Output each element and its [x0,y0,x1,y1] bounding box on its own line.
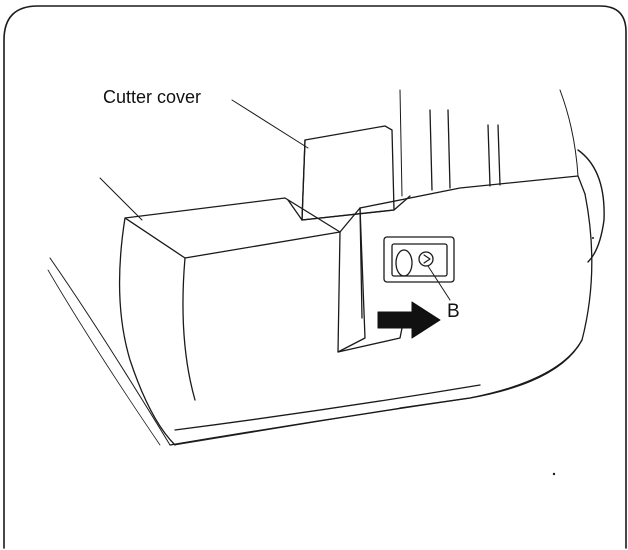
switch-window-inner [391,243,448,277]
rear-edge-line [99,177,143,221]
cutter-cover-label: Cutter cover [103,87,202,107]
rear-post-4 [487,124,491,187]
base-shadow-line [174,407,401,446]
cutter-cover-flap-side [301,139,306,221]
left-side-line-2 [47,269,161,446]
left-side-line [49,257,171,446]
left-block-front [118,217,176,446]
switch-lever [395,249,413,277]
side-knob [577,149,605,263]
cutter-cover-leader [231,99,309,149]
central-recess [337,207,366,353]
rear-top-edge [559,89,579,177]
base-curve-inner [174,384,481,431]
rear-post-3 [447,109,451,189]
rear-post-5 [497,124,501,186]
right-front-panel [399,193,593,409]
cutter-cover-flap [301,125,395,221]
figure-border [3,5,627,549]
dot-mark [592,237,594,239]
switch-window-outer [383,236,455,283]
right-block-front [359,207,363,319]
cutter-cover-base [287,195,411,221]
left-block-edge [182,257,196,401]
dot-mark [552,472,556,476]
rear-post-2 [429,109,433,191]
base-curve-outer [169,339,583,446]
rear-post-1 [399,89,403,197]
b-leader [427,265,451,301]
b-label: B [447,301,460,322]
switch-knob-b [418,251,434,267]
left-block-top [124,197,341,259]
right-block-top [359,175,586,209]
slide-direction-arrow [377,301,441,339]
switch-knob-mark [423,254,431,264]
recess-bottom [337,327,403,353]
